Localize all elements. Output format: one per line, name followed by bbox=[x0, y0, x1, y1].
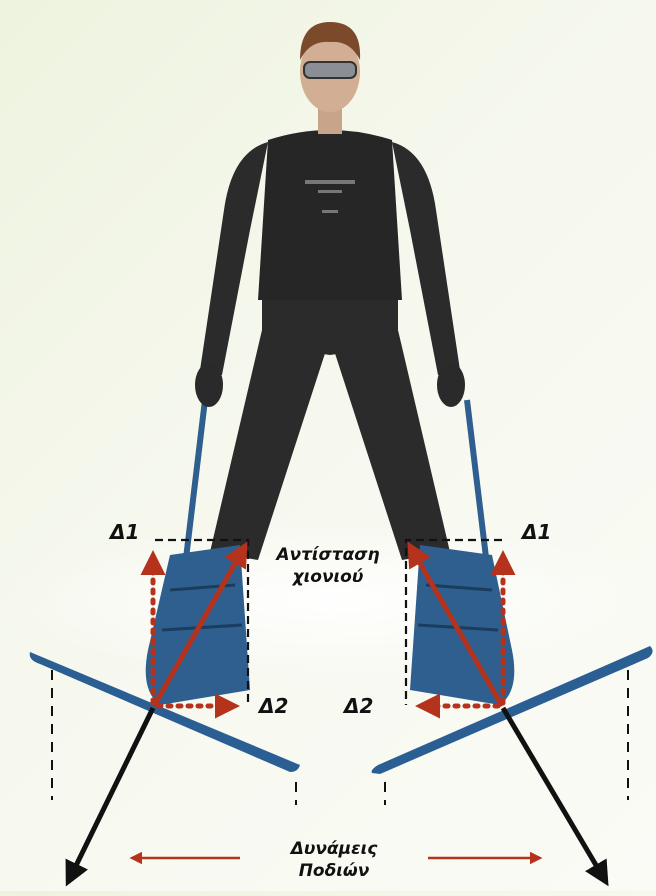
left-glove bbox=[195, 363, 223, 407]
leg-forces-line1: Δυνάμεις bbox=[264, 838, 404, 860]
right-glove bbox=[437, 363, 465, 407]
delta1-left-label: Δ1 bbox=[110, 520, 139, 544]
snow-resistance-label: Αντίσταση χιονιού bbox=[258, 544, 398, 588]
leg-forces-line2: Ποδιών bbox=[264, 860, 404, 882]
goggles bbox=[304, 62, 356, 78]
snow-resistance-line1: Αντίσταση bbox=[258, 544, 398, 566]
delta2-left-label: Δ2 bbox=[259, 694, 288, 718]
snow-resistance-line2: χιονιού bbox=[258, 566, 398, 588]
delta2-right-label: Δ2 bbox=[344, 694, 373, 718]
hips bbox=[262, 300, 398, 355]
chest-logo bbox=[305, 180, 355, 184]
torso bbox=[258, 130, 402, 300]
right-arm bbox=[392, 142, 460, 375]
left-arm bbox=[200, 142, 268, 375]
delta1-right-label: Δ1 bbox=[522, 520, 551, 544]
leg-forces-label: Δυνάμεις Ποδιών bbox=[264, 838, 404, 882]
